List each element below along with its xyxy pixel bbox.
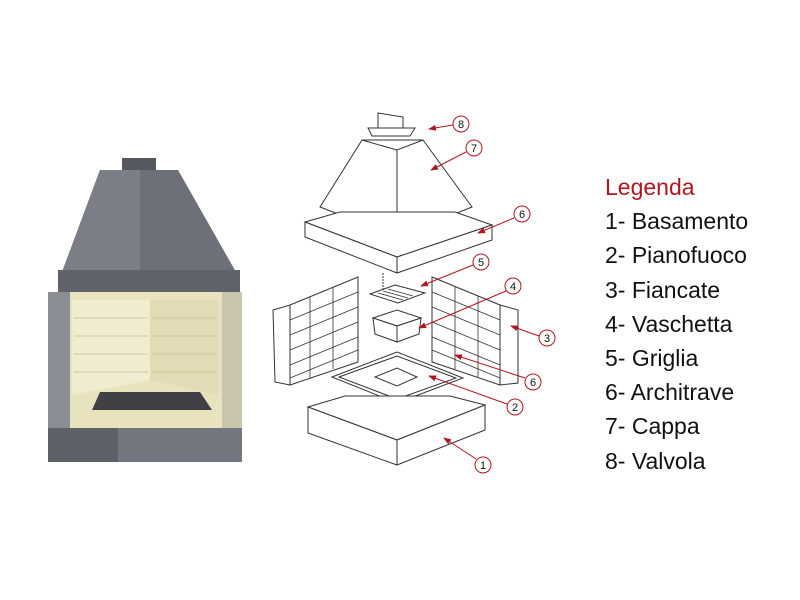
fireplace-photo: [48, 158, 242, 462]
legend-item: 5- Griglia: [605, 345, 699, 372]
callout-1: 1: [474, 456, 492, 474]
legend-item: 8- Valvola: [605, 447, 706, 474]
svg-text:5: 5: [478, 257, 484, 269]
legend-item: 3- Fiancate: [605, 276, 721, 303]
svg-text:8: 8: [458, 119, 464, 131]
svg-text:6: 6: [530, 377, 536, 389]
svg-text:7: 7: [471, 143, 477, 155]
legend-item: 4- Vaschetta: [605, 310, 733, 337]
callout-8: 8: [452, 115, 470, 133]
svg-text:6: 6: [519, 209, 525, 221]
callout-4: 4: [504, 277, 522, 295]
svg-text:2: 2: [512, 402, 518, 414]
legend-item: 7- Cappa: [605, 413, 700, 440]
callouts: [418, 124, 540, 460]
svg-text:4: 4: [510, 281, 516, 293]
legend-item: 2- Pianofuoco: [605, 242, 747, 269]
legend-item: 6- Architrave: [605, 379, 735, 406]
callout-2: 2: [506, 398, 524, 416]
svg-text:1: 1: [480, 460, 486, 472]
callout-6b: 6: [524, 373, 542, 391]
callout-3: 3: [538, 329, 556, 347]
legend-item: 1- Basamento: [605, 208, 749, 235]
legend: Legenda 1- Basamento 2- Pianofuoco 3- Fi…: [605, 170, 748, 478]
callout-6: 6: [513, 205, 531, 223]
callout-badges: 8 7 6 5 4 3 6 2 1: [452, 115, 556, 474]
legend-title: Legenda: [605, 174, 695, 200]
callout-5: 5: [472, 253, 490, 271]
callout-7: 7: [465, 139, 483, 157]
svg-text:3: 3: [544, 333, 550, 345]
exploded-diagram: [272, 112, 519, 466]
